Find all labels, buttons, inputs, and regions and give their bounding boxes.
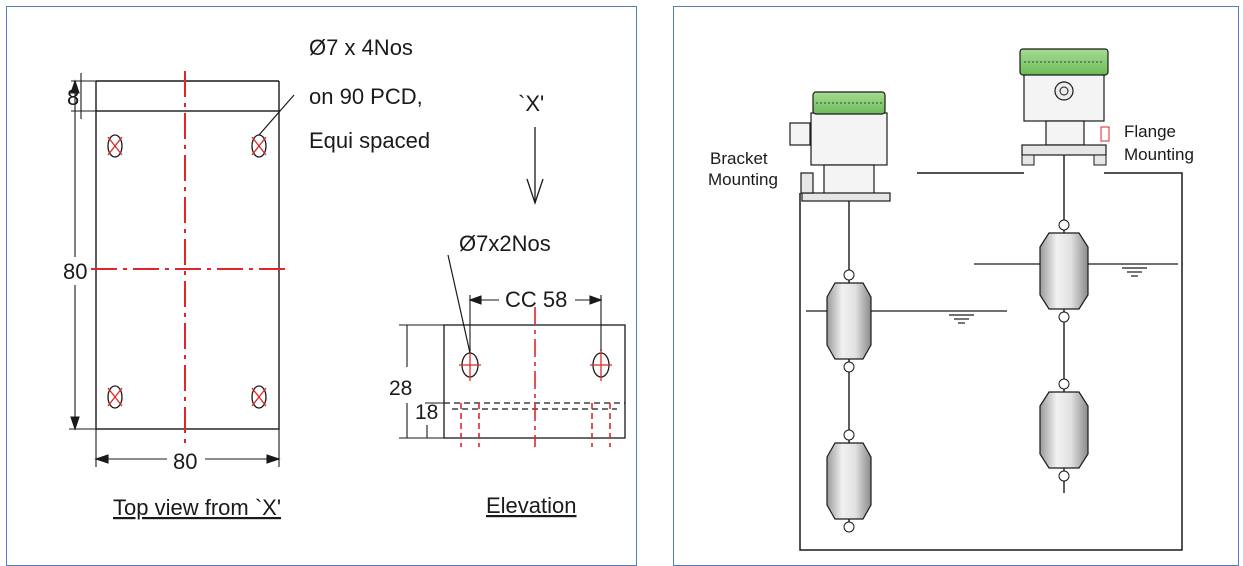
slot-icon: [459, 349, 481, 381]
dim-heights: [399, 324, 444, 439]
mounting-bracket: [801, 192, 891, 202]
elevation-centerlines: [460, 307, 611, 447]
tank-outline: [799, 172, 1183, 551]
slot-icon: [590, 349, 612, 381]
view-arrow-label: `X': [518, 91, 544, 116]
elevation-slots: [459, 349, 612, 381]
top-view-caption: Top view from `X': [113, 495, 281, 520]
dim-cc: [468, 295, 603, 351]
dim-cc-value: CC 58: [505, 287, 567, 312]
float-switch-panel: Bracket Mounting Flange Mounting: [673, 6, 1239, 566]
hole-note-line1: Ø7 x 4Nos: [309, 35, 413, 60]
hole-note-line2: on 90 PCD,: [309, 84, 423, 109]
flange-switch: [1019, 48, 1110, 493]
float-icon: [1039, 219, 1089, 323]
hole-icon: [107, 385, 123, 409]
hole-icon: [251, 385, 267, 409]
mounting-holes: [107, 134, 267, 409]
bracket-label-line1: Bracket: [710, 149, 768, 168]
top-view-centerlines: [91, 71, 285, 447]
mounting-drawing-panel: 8 80 80 Ø7 x 4Nos on 90 PCD, Equi spaced…: [6, 6, 637, 566]
elevation-caption: Elevation: [486, 493, 577, 518]
hole-note-line3: Equi spaced: [309, 128, 430, 153]
view-arrow-icon: [526, 127, 544, 206]
float-icon: [1039, 378, 1089, 482]
top-view: [95, 80, 280, 430]
dim-height-18: 18: [415, 401, 438, 424]
bracket-label-line2: Mounting: [708, 170, 778, 189]
dim-bottom-value: 80: [173, 449, 197, 474]
dim-side: [69, 79, 96, 431]
dim-side-value: 80: [63, 259, 87, 284]
slot-note-leader: [447, 254, 471, 354]
switch-housing: [810, 112, 888, 166]
float-icon: [826, 429, 872, 533]
slot-note: Ø7x2Nos: [459, 231, 551, 256]
float-switch-diagram: Bracket Mounting Flange Mounting: [708, 48, 1194, 551]
cable-gland-icon: [1054, 81, 1074, 101]
flange-label-line1: Flange: [1124, 122, 1176, 141]
flange-label-line2: Mounting: [1124, 145, 1194, 164]
mounting-flange: [1021, 144, 1107, 156]
hole-icon: [251, 134, 267, 158]
dim-bottom: [94, 429, 281, 467]
float-icon: [826, 269, 872, 373]
hole-icon: [107, 134, 123, 158]
hole-note-leader: [258, 94, 295, 136]
mounting-drawing: 8 80 80 Ø7 x 4Nos on 90 PCD, Equi spaced…: [63, 35, 626, 520]
bracket-switch: [789, 91, 891, 533]
dim-height-28: 28: [389, 377, 412, 400]
